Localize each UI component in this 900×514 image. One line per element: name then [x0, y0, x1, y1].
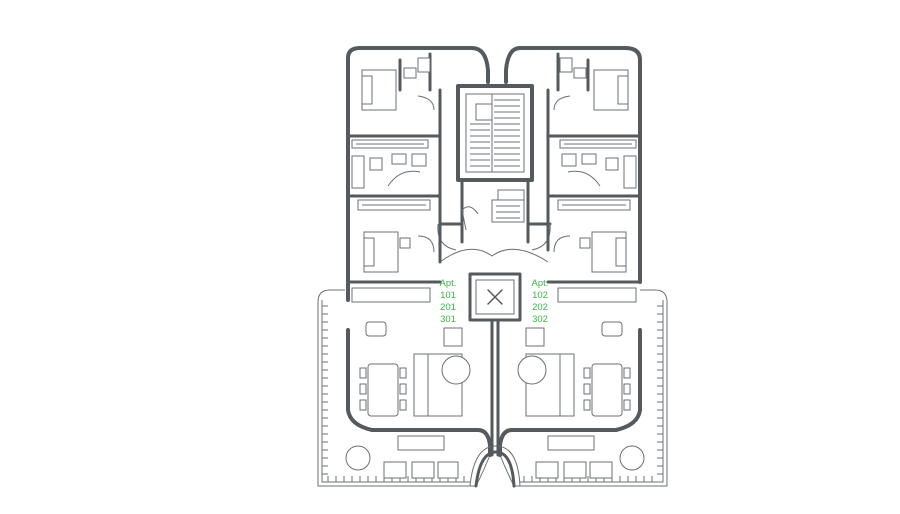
cross-icon — [487, 289, 503, 305]
chair — [399, 383, 407, 395]
apartment-right — [517, 52, 645, 479]
chair — [359, 399, 367, 411]
exterior-walls — [346, 46, 642, 488]
chair — [399, 399, 407, 411]
terrace-right — [499, 289, 668, 487]
label-right-line: 202 — [532, 302, 548, 313]
label-left-line: 301 — [440, 314, 456, 325]
chair — [359, 383, 367, 395]
elevator — [468, 272, 522, 322]
chair — [359, 367, 367, 379]
label-right-line: 102 — [532, 290, 548, 301]
label-left-line: Apt. — [440, 278, 457, 289]
chair — [623, 383, 631, 395]
chair — [623, 367, 631, 379]
label-right-line: Apt. — [532, 278, 549, 289]
apartment-label-right: Apt. 102 202 302 — [532, 278, 549, 325]
label-left-line: 101 — [440, 290, 456, 301]
chair — [583, 399, 591, 411]
chair — [583, 383, 591, 395]
chair — [399, 367, 407, 379]
apartment-label-left: Apt. 101 201 301 — [440, 278, 457, 325]
lobby — [437, 222, 552, 263]
label-left-line: 201 — [440, 302, 456, 313]
stair-core — [456, 84, 534, 244]
label-right-line: 302 — [532, 314, 548, 325]
chair — [583, 367, 591, 379]
stair-icon — [470, 99, 520, 167]
chair — [623, 399, 631, 411]
apartment-left — [345, 52, 471, 479]
